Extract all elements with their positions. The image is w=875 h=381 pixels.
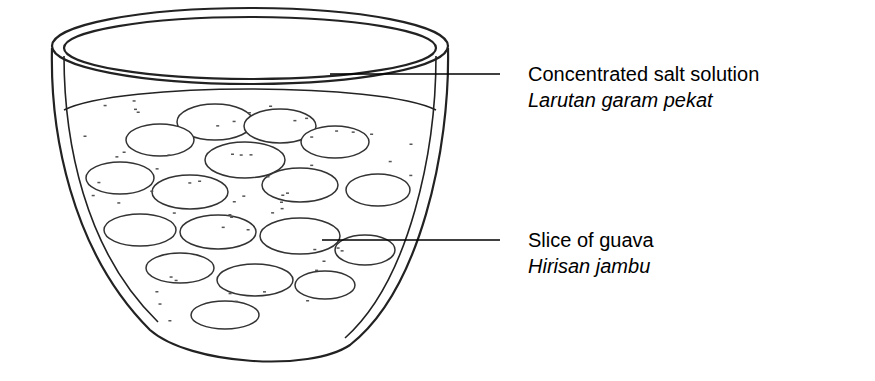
salt-dot [281,208,284,210]
salt-dot [335,130,338,132]
salt-dot [229,293,232,295]
salt-dot [92,195,95,197]
salt-dot [156,168,159,170]
label-text: Larutan garam pekat [528,88,713,112]
salt-dot [269,106,272,108]
salt-dot [240,154,243,156]
salt-dot [310,136,313,138]
leader-lines [322,74,500,240]
leader-line [330,73,500,74]
salt-dot [280,202,283,204]
salt-dot [281,195,284,197]
salt-dot [313,249,316,251]
salt-dot [370,134,373,136]
salt-dot [117,202,120,204]
salt-dot [170,276,173,278]
salt-dot [233,121,236,123]
salt-dot [175,280,178,282]
salt-dot [271,212,274,214]
salt-dot [84,136,87,138]
bowl-rim-outer [52,8,448,84]
salt-dot [267,176,270,178]
salt-dot [337,247,340,249]
salt-dot [242,195,245,197]
salt-dot [159,303,162,305]
salt-dot [231,154,234,156]
salt-dot [263,291,266,293]
salt-dot [167,154,170,156]
salt-dot [188,182,191,184]
salt-dot [306,300,309,302]
label-text: Hirisan jambu [528,254,650,278]
bowl-body [52,48,448,361]
bowl-rim-inner [64,17,436,79]
salt-dot [235,301,238,303]
salt-dot [134,109,137,111]
salt-dot [198,181,201,183]
liquid-surface [64,89,436,110]
salt-dot [410,144,413,146]
bowl [52,8,448,361]
salt-dot [315,270,318,272]
salt-dot [293,120,296,122]
guava-slices [86,104,410,329]
salt-dot [250,154,253,156]
bowl-wall [64,56,158,322]
salt-dot [115,156,118,158]
salt-dot [323,261,326,263]
salt-dot [137,112,140,114]
salt-dot [222,227,225,229]
label-text: Slice of guava [528,228,654,252]
salt-dot [228,214,231,216]
salt-dot [150,191,153,193]
salt-dot [173,212,176,214]
label-text: Concentrated salt solution [528,62,759,86]
salt-dot [352,131,355,133]
salt-dot [286,192,289,194]
salt-dot [305,118,308,120]
salt-dot [123,152,126,154]
salt-dot [341,250,344,252]
salt-dot [247,229,250,231]
salt-dot [155,291,158,293]
salt-dots [84,100,413,321]
salt-dot [230,217,233,219]
salt-dot [409,175,412,177]
salt-dot [216,125,219,127]
salt-dot [133,100,136,102]
salt-dot [310,165,313,167]
salt-dot [104,105,107,107]
salt-dot [233,201,236,203]
salt-dot [248,112,251,114]
salt-dot [97,182,100,184]
salt-dot [389,161,392,163]
salt-dot [168,320,171,322]
leader-line [322,239,500,240]
